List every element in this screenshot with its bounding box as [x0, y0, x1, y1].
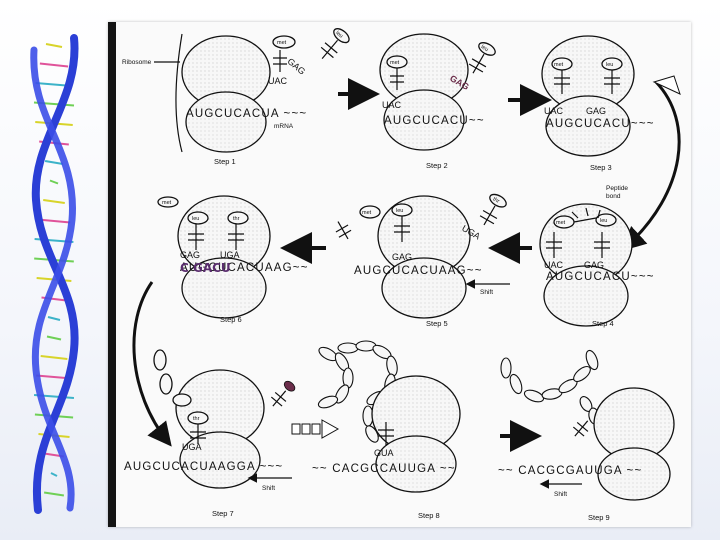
base-pair-rung	[50, 181, 58, 184]
step-2-panel: met UAC leu GAG AUGCUCACU~~ Step 2	[380, 34, 497, 170]
translation-diagram-svg: Ribosome met UAC leu GAG AUGCUCACUA ~~~ …	[116, 22, 691, 527]
step-4-anticodon-2: GAG	[584, 260, 604, 270]
step-3-mrna: AUGCUCACU~~~	[546, 118, 655, 130]
step-5-incoming-trna-icon: thr	[476, 192, 508, 230]
step-5-met-label: met	[362, 210, 372, 216]
step-6-label: Step 6	[220, 315, 242, 324]
step-5-anticodon: GAG	[392, 252, 412, 262]
dna-helix-icon	[22, 30, 86, 515]
step-3-met-label: met	[554, 62, 564, 68]
amino-acid-bead	[385, 355, 398, 376]
step-2-anticodon: UAC	[382, 100, 402, 110]
step-5-shift-label: Shift	[480, 289, 493, 296]
step-2-met-label: met	[390, 60, 400, 66]
amino-acid-bead	[317, 394, 339, 410]
step-3-leu-label: leu	[606, 62, 613, 68]
step-7-label: Step 7	[212, 509, 234, 518]
step-3-anticodon-1: UAC	[544, 106, 564, 116]
step-6-anticodon-2: UGA	[220, 250, 240, 260]
step-1-incoming-anticodon: GAG	[286, 56, 308, 77]
step-7-leaving-trna-icon	[267, 379, 297, 411]
step-1-mrna: AUGCUCACUA ~~~	[186, 108, 307, 120]
translation-diagram: Ribosome met UAC leu GAG AUGCUCACUA ~~~ …	[108, 22, 691, 527]
base-pair-rung	[51, 473, 57, 476]
step-9-shift-label: Shift	[554, 491, 567, 498]
step-1-met-label: met	[277, 40, 287, 46]
step-6-thr-label: thr	[233, 216, 240, 222]
amino-acid-bead	[501, 358, 511, 378]
step-9-mrna: ~~ CACGCGAUUGA ~~	[498, 465, 642, 477]
step-5-panel: met leu thr UGA GAG AUGCUCACUAAG~~ Shift…	[332, 192, 510, 328]
step-1-panel: Ribosome met UAC leu GAG AUGCUCACUA ~~~ …	[122, 26, 352, 166]
step-5-leaving-trna-icon	[332, 218, 354, 242]
step-4-anticodon-1: UAC	[544, 260, 564, 270]
step-6-panel: met leu thr GAG UGA AUGCUCACUAAG~~ C GAC…	[158, 196, 309, 324]
arrow-3-to-4	[626, 82, 679, 247]
step-7-shift-label: Shift	[262, 485, 275, 492]
base-pair-rung	[43, 200, 65, 203]
step-8-anticodon: GUA	[374, 448, 394, 458]
step-2-label: Step 2	[426, 161, 448, 170]
step-8-label: Step 8	[418, 511, 440, 520]
step-5-leu-label: leu	[396, 208, 403, 214]
step-2-incoming-trna-icon: leu	[465, 40, 497, 78]
step-9-peptide-chain	[501, 349, 600, 425]
step-1-incoming-trna-icon: leu	[315, 26, 351, 64]
step-5-label: Step 5	[426, 319, 448, 328]
step-4-label: Step 4	[592, 319, 614, 328]
step-1-trna-icon	[273, 50, 287, 72]
step-7-panel: thr UGA AUGCUCACUAAGGA ~~~ Shift Step 7	[124, 350, 298, 518]
step-6-handwritten-note: C GACU	[180, 261, 231, 275]
arrow-7-to-8	[292, 420, 338, 438]
step-3-panel: met leu UAC GAG AUGCUCACU~~~ Step 3	[542, 36, 655, 172]
step-9-label: Step 9	[588, 513, 610, 522]
base-pair-rung	[45, 161, 63, 164]
step-6-leu-label: leu	[192, 216, 199, 222]
step-7-mrna: AUGCUCACUAAGGA ~~~	[124, 461, 283, 473]
step-6-met-label: met	[162, 200, 172, 206]
base-pair-rung	[48, 317, 60, 320]
base-pair-rung	[41, 356, 68, 359]
step-7-thr-label: thr	[193, 416, 200, 422]
step-3-label: Step 3	[590, 163, 612, 172]
step-4-met-label: met	[556, 220, 566, 226]
base-pair-rung	[44, 493, 64, 496]
step-3-anticodon-2: GAG	[586, 106, 606, 116]
mrna-label: mRNA	[274, 123, 294, 130]
amino-acid-bead	[508, 373, 524, 395]
step-1-anticodon: UAC	[268, 76, 288, 86]
base-pair-rung	[47, 337, 61, 340]
step-6-anticodon-1: GAG	[180, 250, 200, 260]
step-1-label: Step 1	[214, 157, 236, 166]
amino-acid-bead	[338, 343, 358, 353]
step-7-anticodon: UGA	[182, 442, 202, 452]
step-2-mrna: AUGCUCACU~~	[384, 115, 485, 127]
base-pair-rung	[46, 44, 62, 47]
step-4-leu-label: leu	[600, 218, 607, 224]
base-pair-rung	[40, 64, 68, 67]
step-4-mrna: AUGCUCACU~~~	[546, 271, 655, 283]
ribosome-label: Ribosome	[122, 59, 152, 66]
step-8-mrna: ~~ CACGCCAUUGA ~~	[312, 463, 456, 475]
step-5-mrna: AUGCUCACUAAG~~	[354, 265, 483, 277]
